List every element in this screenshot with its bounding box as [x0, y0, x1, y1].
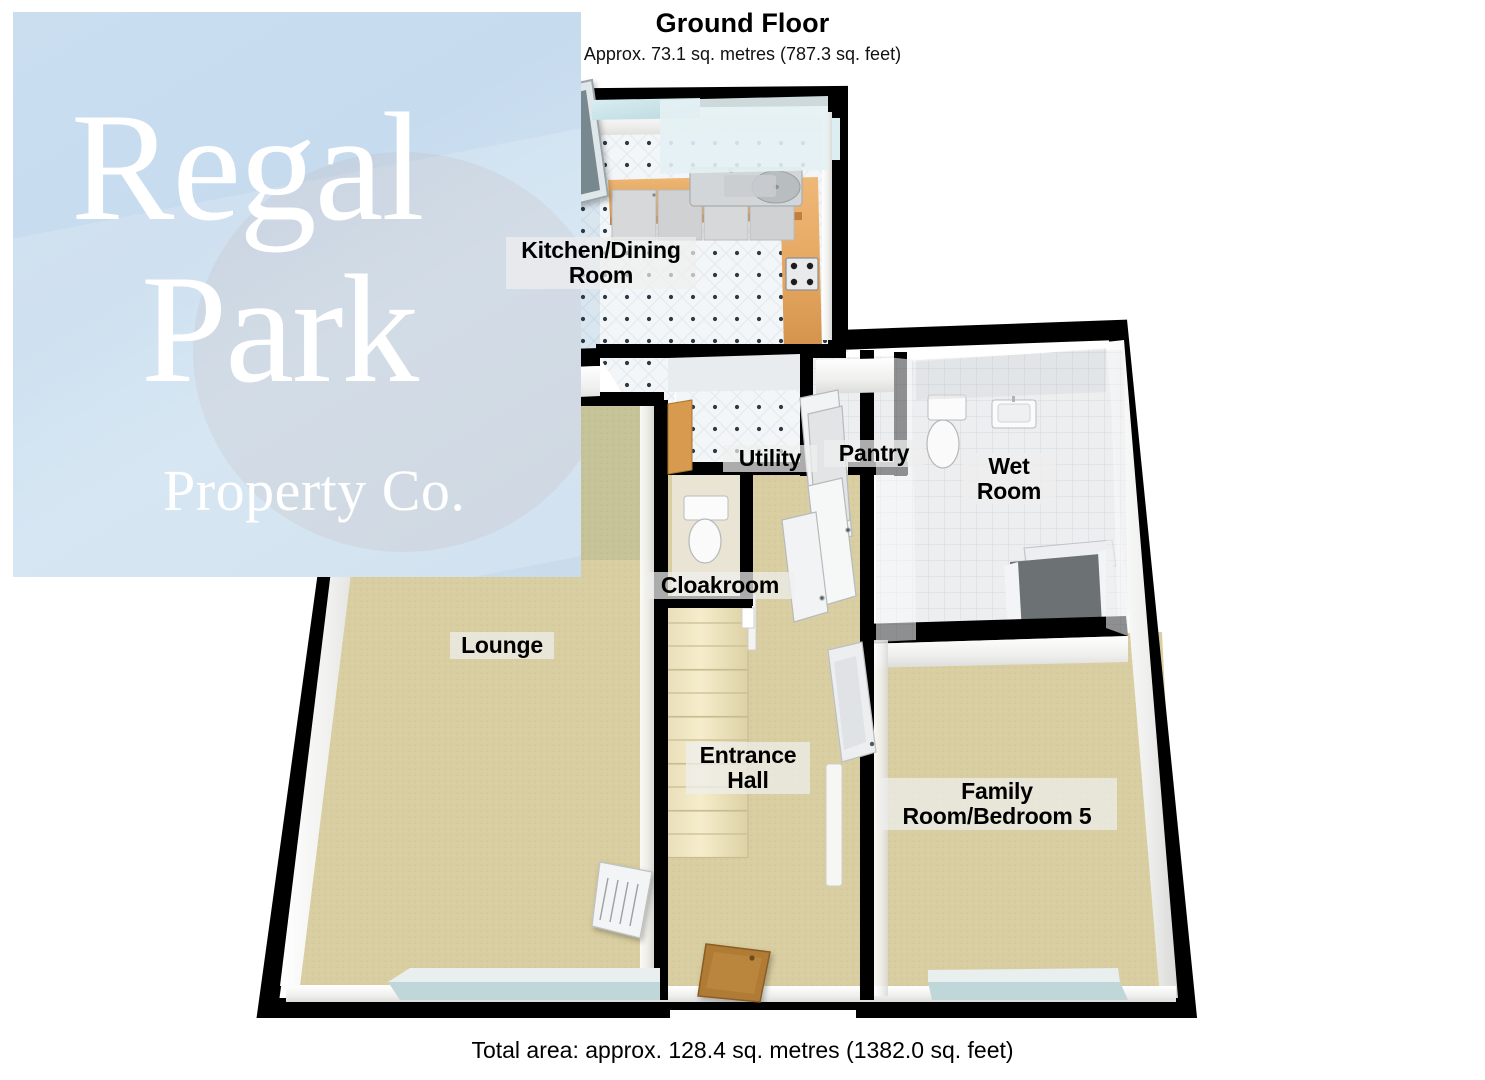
total-area-text: Total area: approx. 128.4 sq. metres (13… [471, 1037, 1014, 1063]
kitchen-side-window [832, 118, 840, 160]
room-label-wet-room: Wet Room [963, 453, 1055, 505]
room-label-entrance-hall: Entrance Hall [686, 742, 810, 794]
wet-room-basin [991, 396, 1037, 429]
room-label-lounge: Lounge [450, 632, 554, 659]
front-door [697, 943, 771, 1003]
floor-area-text: Approx. 73.1 sq. metres (787.3 sq. feet) [583, 43, 902, 64]
cloakroom-fixtures [683, 495, 729, 564]
utility-door [667, 399, 693, 475]
wetroom-wall-right [1106, 350, 1128, 636]
plan-header: Ground Floor Approx. 73.1 sq. metres (78… [0, 8, 1485, 65]
kitchen-fittings [608, 167, 822, 352]
kitchen-window-top [660, 96, 828, 174]
wall-cloakroom-bottom [660, 596, 752, 608]
wall-hall-wetroom [860, 350, 874, 650]
cloakroom-toilet [688, 518, 722, 564]
family-door-post [825, 763, 843, 887]
lounge-radiator [591, 861, 653, 939]
cloakroom-cistern [683, 495, 729, 521]
family-room-window [928, 982, 1128, 1000]
room-label-cloakroom: Cloakroom [646, 572, 794, 599]
wall-lounge-hall [654, 400, 668, 1000]
room-label-utility: Utility [723, 445, 817, 472]
gas-hob [785, 257, 819, 291]
page-title: Ground Floor [655, 8, 830, 38]
wall-wetroom-family [860, 616, 1128, 644]
wet-room-toilet [926, 419, 960, 469]
kitchen-sink [689, 167, 803, 207]
wetroom-wall-top [916, 350, 1106, 400]
lounge-bay-window [388, 982, 660, 1000]
floor-lounge-olive [370, 400, 660, 560]
wetroom-wall-left [876, 356, 916, 642]
room-label-pantry: Pantry [824, 440, 924, 467]
outer-wall-outline [256, 85, 1198, 1018]
wall-cloakroom-right [740, 468, 753, 606]
room-label-family-room: Family Room/Bedroom 5 [877, 778, 1117, 830]
room-label-kitchen-dining: Kitchen/Dining Room [506, 237, 696, 289]
